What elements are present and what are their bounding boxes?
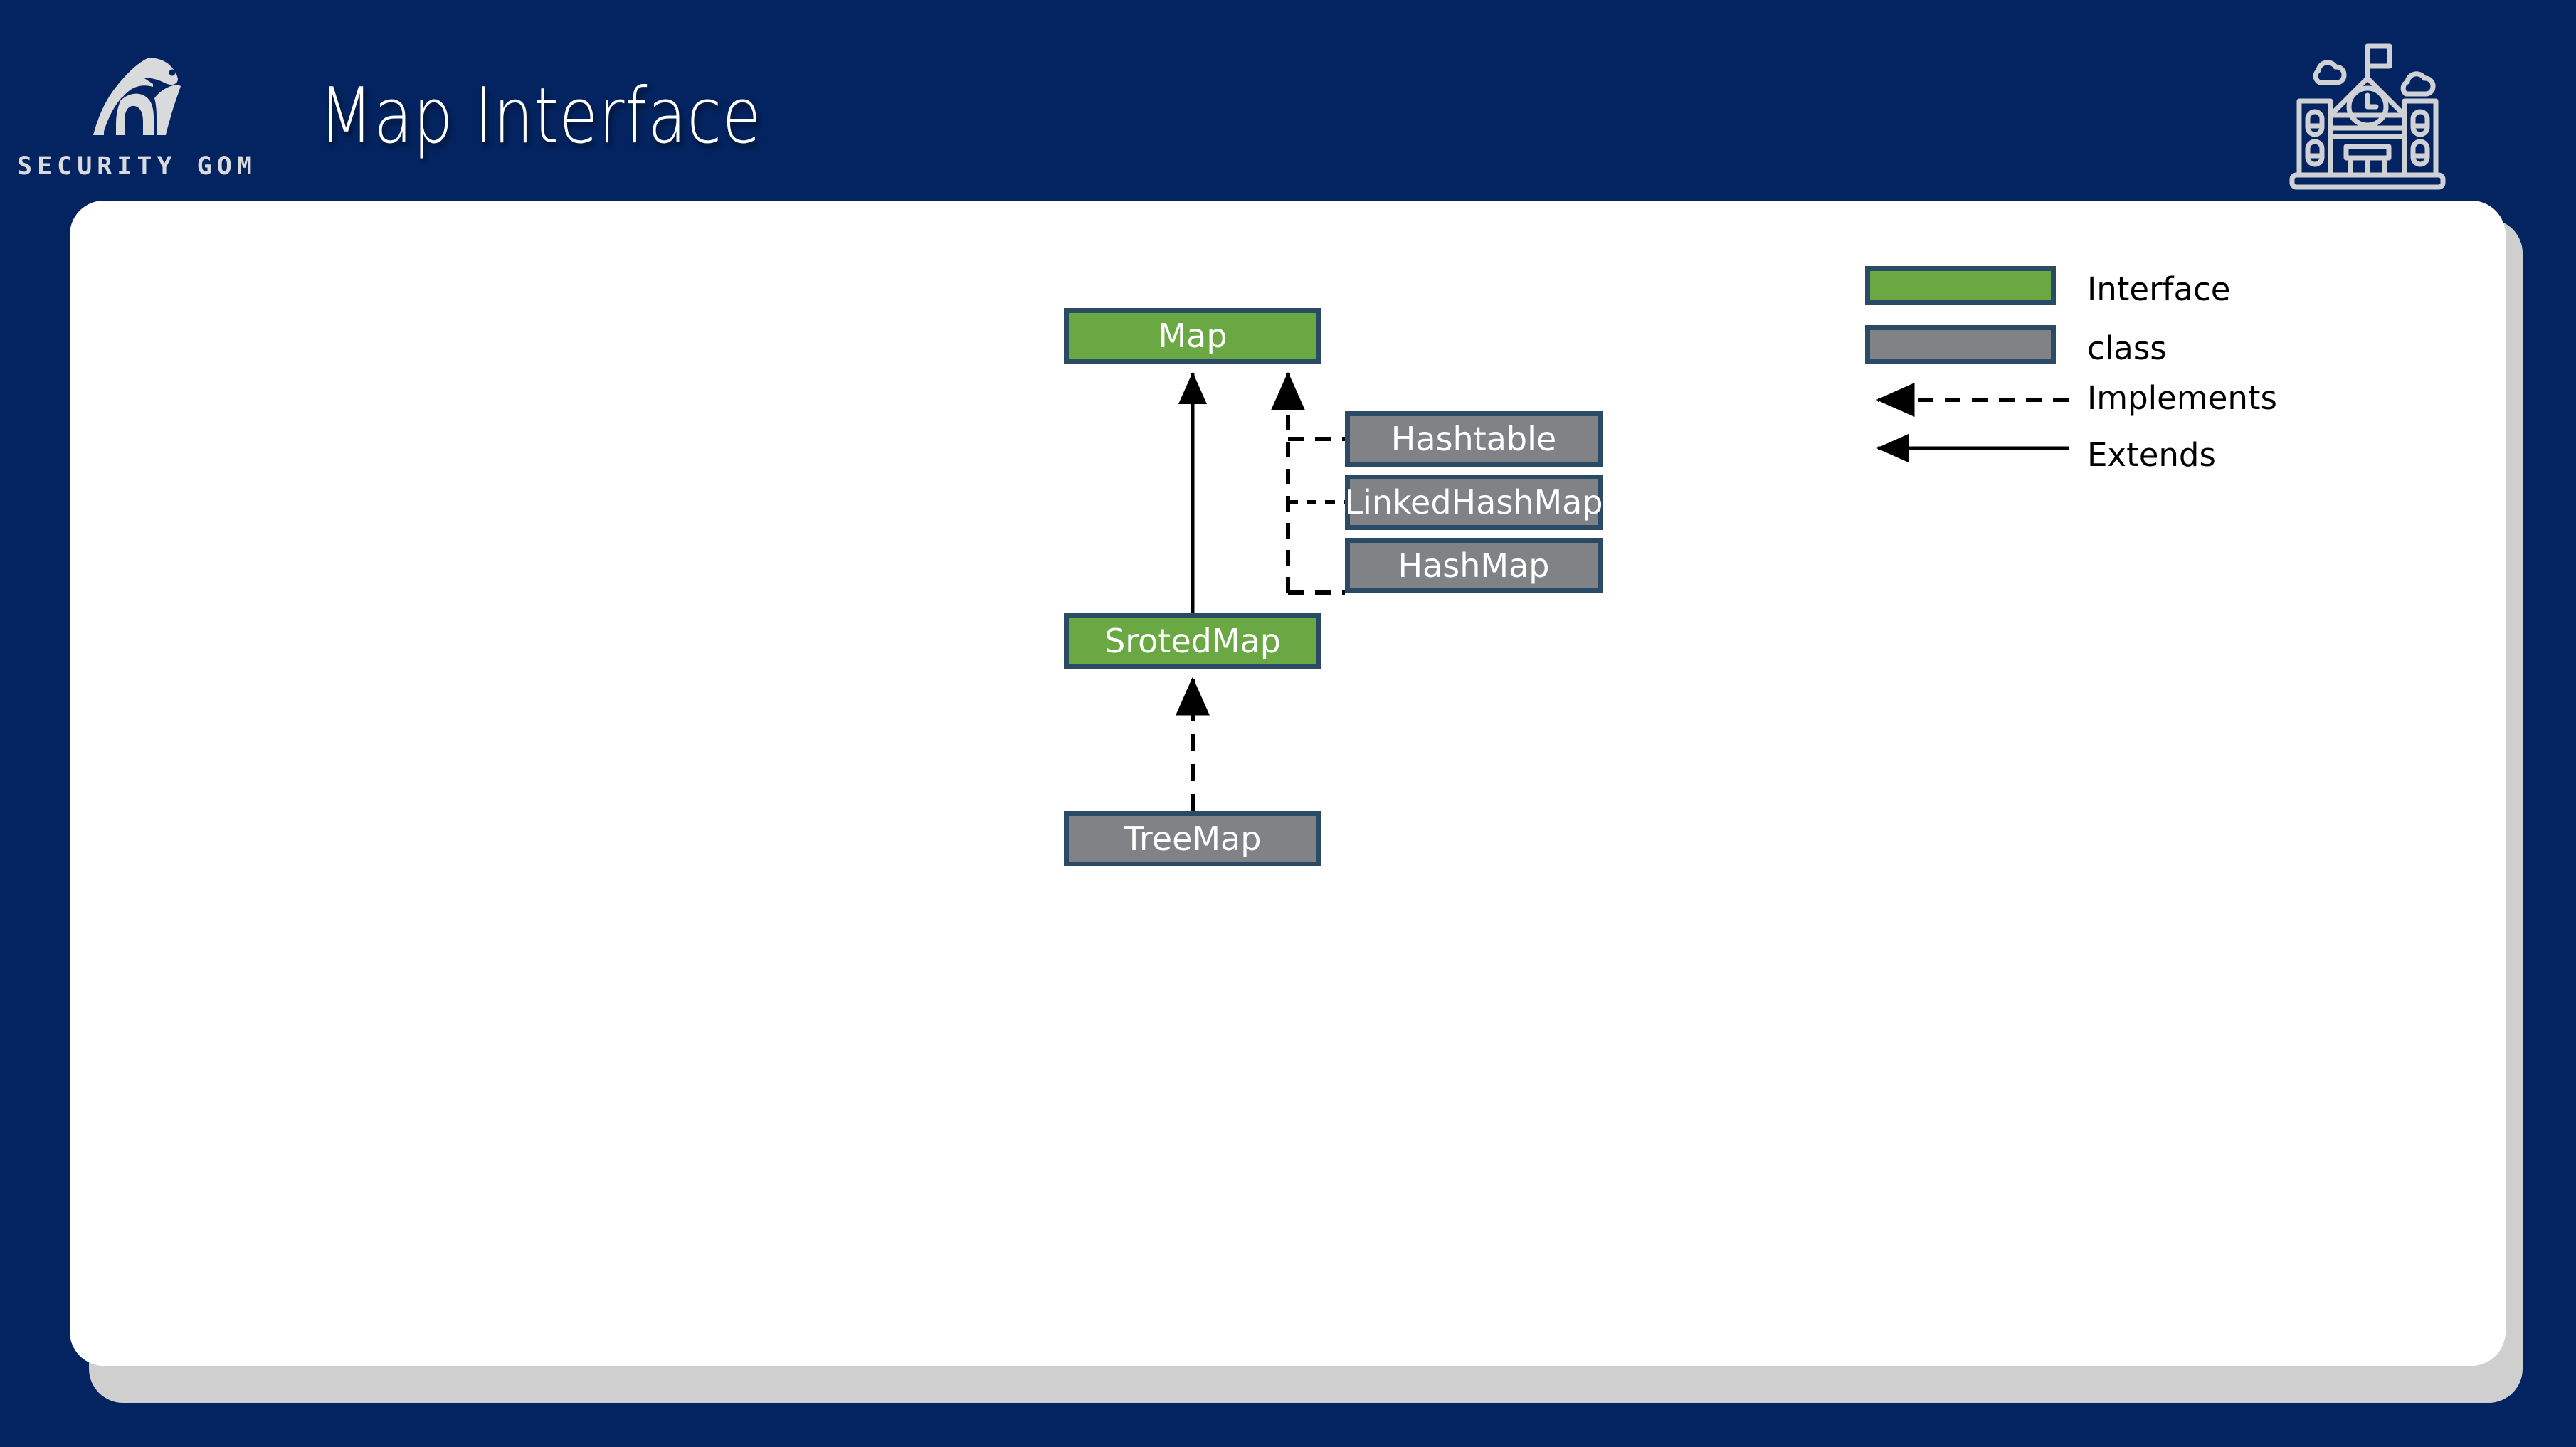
uml-node-hashtable[interactable]: Hashtable	[1345, 411, 1603, 467]
uml-class-diagram: Map Hashtable LinkedHashMap HashMap Srot…	[70, 201, 2506, 1366]
legend-label-extends: Extends	[2087, 436, 2216, 474]
legend-label-class: class	[2087, 329, 2167, 367]
uml-node-srotedmap[interactable]: SrotedMap	[1064, 613, 1321, 669]
brand-wordmark: SECURITY GOM	[17, 152, 257, 181]
content-card: Map Hashtable LinkedHashMap HashMap Srot…	[70, 201, 2506, 1366]
panther-logo-icon	[85, 55, 191, 144]
diagram-legend: Interface class Implements Extends	[1865, 266, 2363, 479]
legend-label-interface: Interface	[2087, 270, 2231, 308]
uml-node-linkedhashmap[interactable]: LinkedHashMap	[1344, 475, 1603, 530]
slide-header: SECURITY GOM Map Interface	[0, 0, 2576, 201]
legend-swatch-class	[1865, 325, 2056, 364]
page-title: Map Interface	[319, 72, 762, 161]
uml-node-map[interactable]: Map	[1064, 308, 1321, 364]
legend-label-implements: Implements	[2087, 379, 2277, 417]
uml-node-hashmap[interactable]: HashMap	[1345, 538, 1603, 593]
legend-arrows	[1876, 383, 2069, 462]
school-building-icon	[2286, 41, 2449, 194]
legend-swatch-interface	[1865, 266, 2056, 305]
brand-logo: SECURITY GOM	[17, 55, 252, 191]
uml-node-treemap[interactable]: TreeMap	[1064, 811, 1321, 866]
